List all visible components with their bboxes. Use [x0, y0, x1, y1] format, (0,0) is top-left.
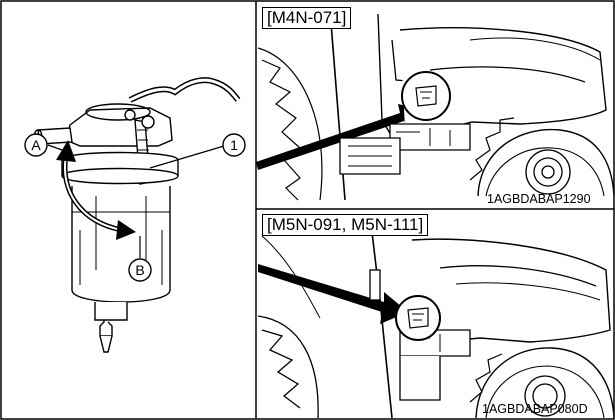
callout-B-circle: [128, 258, 152, 282]
callout-A-circle: [24, 133, 48, 157]
model-label-bottom: [M5N-091, M5N-111]: [262, 214, 429, 236]
callout-B: B: [135, 262, 144, 278]
image-code-bottom: 1AGBDABAP080D: [482, 402, 588, 416]
image-code-top: 1AGBDABAP1290: [487, 192, 591, 206]
filter-location-circle-top: [401, 71, 451, 121]
tractor-drawing-top: [257, 9, 615, 201]
hood: [399, 27, 607, 131]
model-label-top: [M4N-071]: [262, 7, 352, 29]
callout-1-circle: [222, 133, 246, 157]
fuel-filter-drawing: [33, 77, 241, 353]
filter-location-circle-bottom: [395, 295, 441, 341]
filter-bowl: [71, 186, 171, 303]
fuel-hose: [128, 77, 241, 103]
callout-A: A: [31, 137, 41, 153]
tractor-drawing-bottom: [257, 231, 615, 419]
rotation-arrow: [47, 140, 141, 258]
hood-bottom: [411, 238, 611, 343]
callout-1: 1: [230, 137, 238, 153]
pointer-arrow-to-bottom-panel: [258, 264, 408, 324]
pointer-arrow-to-top-panel: [256, 104, 422, 170]
filter-head: [65, 107, 173, 147]
